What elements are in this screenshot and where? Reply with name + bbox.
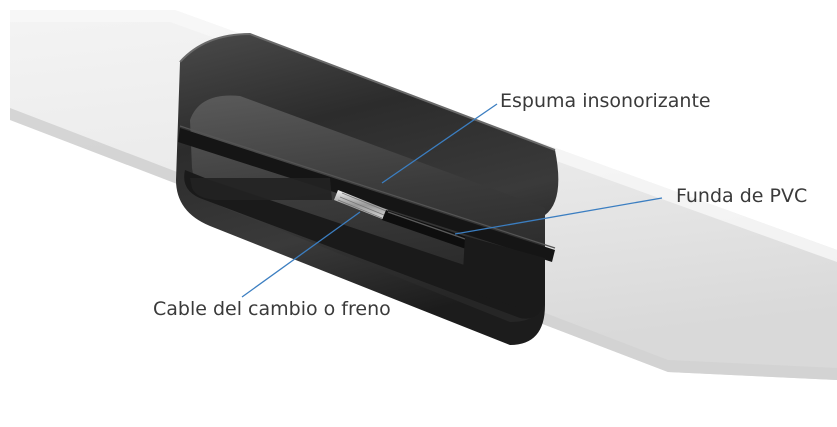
cable-housing-shine [387, 211, 469, 241]
foam-strip-lower [184, 170, 545, 319]
callout-pvc-sleeve-label: Funda de PVC [676, 185, 808, 207]
leader-line-foam [381, 103, 498, 184]
foam-pad-left [190, 178, 332, 200]
cable-housing [382, 210, 470, 249]
shell-rim-highlight [179, 32, 556, 151]
foam-strip-upper [178, 128, 555, 262]
leader-line-cable [241, 211, 361, 298]
callout-cable-label: Cable del cambio o freno [153, 298, 391, 320]
steel-wire [334, 190, 388, 220]
wire-strand-lines [337, 192, 387, 219]
leader-line-sleeve [454, 197, 663, 235]
callout-foam-label: Espuma insonorizante [500, 90, 711, 112]
foam-block-right [462, 236, 545, 309]
